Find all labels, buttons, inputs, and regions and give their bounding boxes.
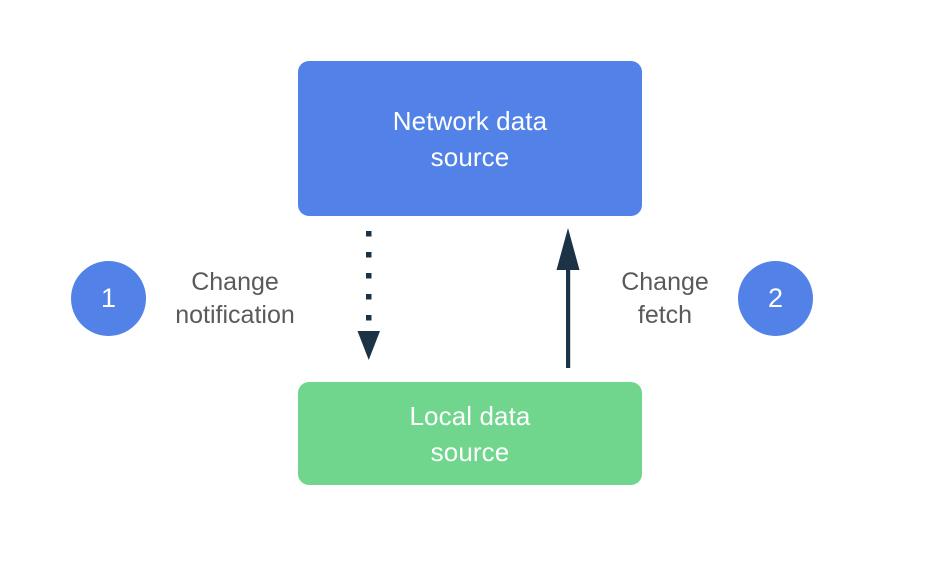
change-fetch-label: Change fetch xyxy=(621,268,709,329)
network-data-source-node[interactable]: Network data source xyxy=(298,61,642,216)
step-badge-2-number: 2 xyxy=(767,283,784,313)
change-notification-arrow xyxy=(357,231,380,360)
local-data-source-node[interactable]: Local data source xyxy=(298,382,642,485)
local-data-source-label: Local data source xyxy=(409,400,531,467)
step-badge-1-number: 1 xyxy=(100,283,117,313)
network-data-source-label: Network data source xyxy=(392,105,548,172)
step-badge-2[interactable]: 2 xyxy=(738,261,813,336)
change-notification-label: Change notification xyxy=(175,268,295,329)
step-badge-1[interactable]: 1 xyxy=(71,261,146,336)
change-fetch-arrow xyxy=(556,228,580,368)
